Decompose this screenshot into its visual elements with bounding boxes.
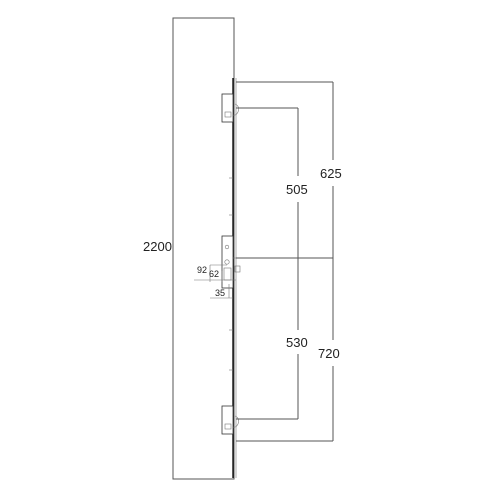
label-top-outer: 625 [320, 166, 342, 181]
label-backset-92: 92 [197, 265, 207, 275]
bottom-hook-bolt [221, 405, 239, 435]
label-backset-35: 35 [215, 288, 225, 298]
label-total-height: 2200 [143, 239, 172, 254]
top-hook-bolt [221, 93, 239, 123]
door-leaf-outline [172, 17, 235, 480]
label-backset-62: 62 [209, 269, 219, 279]
faceplate-ticks [229, 177, 233, 371]
label-bottom-inner: 530 [286, 335, 308, 350]
label-top-inner: 505 [286, 182, 308, 197]
outer-dimension-lines [236, 81, 334, 442]
backset-dimension-lines [194, 264, 236, 299]
inner-dimension-lines [236, 107, 299, 420]
label-bottom-outer: 720 [318, 346, 340, 361]
